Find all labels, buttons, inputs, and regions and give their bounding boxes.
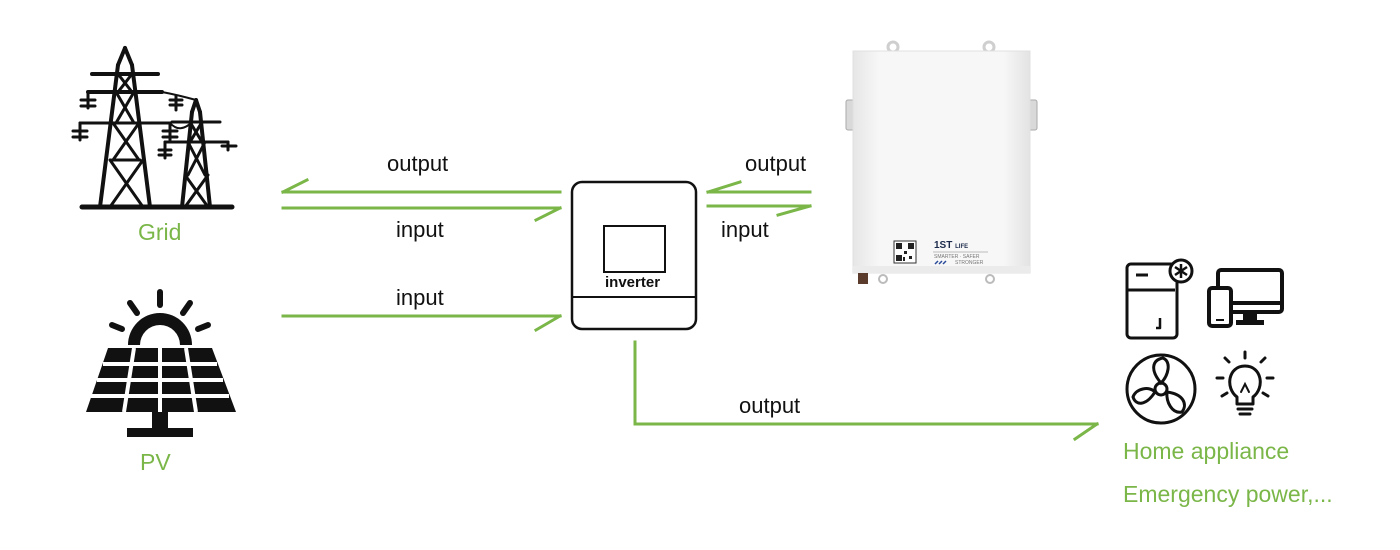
battery-tagline-1: SMARTER · SAFER	[934, 254, 980, 260]
solar-panel-icon	[86, 289, 236, 437]
inverter-box-icon	[570, 180, 698, 331]
pv-input-label: input	[396, 285, 444, 310]
computer-phone-icon	[1207, 268, 1284, 328]
qr-code-icon	[893, 240, 917, 264]
battery-input-label: input	[721, 217, 769, 242]
battery-brand-suffix: LIFE	[955, 244, 969, 250]
battery-tagline-2: STRONGER	[955, 260, 984, 266]
fan-icon	[1125, 353, 1197, 425]
emergency-power-label: Emergency power,...	[1123, 481, 1333, 507]
arrow-load-output	[633, 340, 1099, 426]
flow-arrows	[280, 177, 1100, 442]
home-appliance-label: Home appliance	[1123, 438, 1290, 464]
power-tower-icon	[71, 46, 238, 210]
grid-output-label: output	[387, 151, 449, 176]
battery-pack-icon	[845, 40, 1038, 284]
battery-brand-name: 1ST	[934, 240, 953, 251]
inverter-label: inverter	[605, 274, 661, 291]
light-bulb-icon	[1215, 350, 1275, 416]
pv-label: PV	[140, 449, 171, 475]
load-output-label: output	[739, 393, 801, 418]
grid-input-label: input	[396, 217, 444, 242]
battery-brand: 1ST LIFE	[934, 240, 968, 251]
fridge-icon	[1125, 258, 1194, 340]
grid-label: Grid	[138, 219, 182, 245]
battery-output-label: output	[745, 151, 807, 176]
